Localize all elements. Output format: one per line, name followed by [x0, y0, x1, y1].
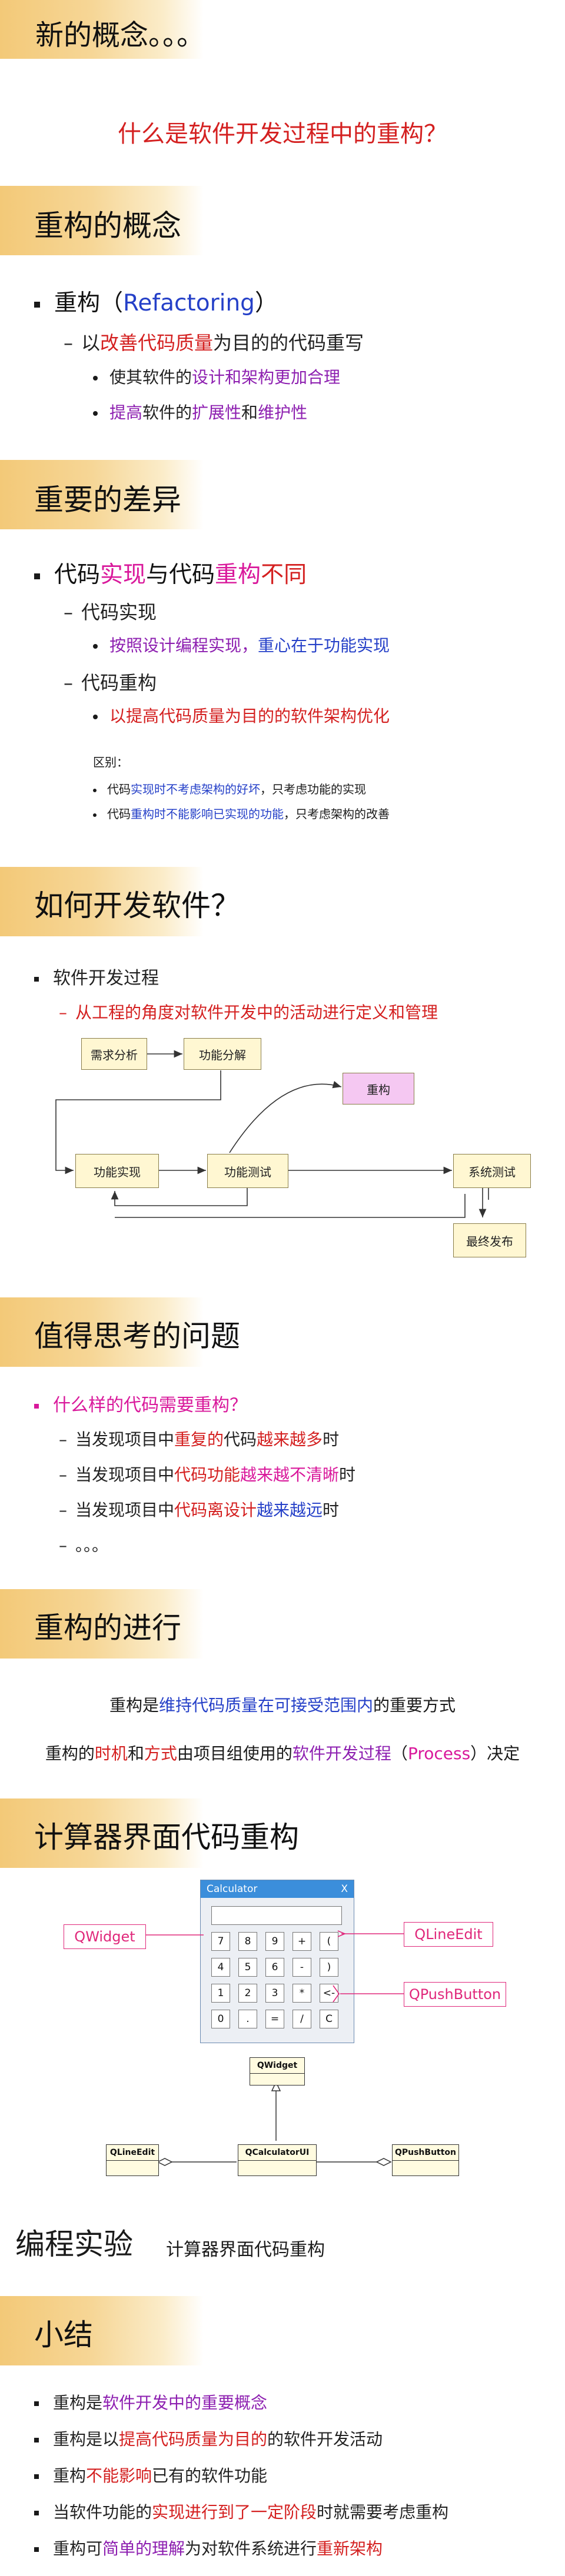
bullet-icon — [93, 411, 98, 416]
statement: 重构的时机和方式由项目组使用的软件开发过程（Process）决定 — [45, 1744, 520, 1763]
calc-key[interactable]: + — [293, 1932, 311, 1951]
detail-item: 使其软件的设计和架构更加合理 — [93, 365, 340, 388]
bullet-item: 代码实现与代码重构不同 — [34, 556, 307, 589]
calc-key[interactable]: 8 — [238, 1932, 257, 1951]
note-item: 代码实现时不考虑架构的好坏，只考虑功能的实现 — [93, 780, 366, 797]
uml-class-qpushbutton: QPushButton — [392, 2144, 459, 2176]
display-input[interactable] — [211, 1906, 342, 1925]
title-banner — [0, 186, 204, 255]
sub-item: –从工程的角度对软件开发中的活动进行定义和管理 — [59, 1003, 438, 1022]
sub-item: –以改善代码质量为目的的代码重写 — [64, 332, 364, 354]
calc-key[interactable]: ( — [320, 1932, 338, 1951]
calc-key[interactable]: ) — [320, 1958, 338, 1977]
note-title: 区别： — [93, 755, 128, 769]
bullet-icon — [34, 2401, 39, 2406]
title-banner — [0, 0, 204, 59]
sub-item: –代码重构 — [64, 672, 157, 694]
summary-item: 当软件功能的实现进行到了一定阶段时就需要考虑重构 — [34, 2500, 448, 2523]
bullet-item: 重构（Refactoring） — [34, 285, 278, 318]
section-title: 新的概念。。。 — [35, 19, 205, 52]
section-title: 小结 — [34, 2318, 93, 2352]
annotation-qwidget: QWidget — [64, 1924, 146, 1949]
flow-node-testing: 功能测试 — [207, 1154, 288, 1188]
calc-key[interactable]: 7 — [211, 1932, 230, 1951]
detail-item: 提高软件的扩展性和维护性 — [93, 400, 307, 423]
bullet-icon — [93, 644, 98, 649]
calc-key[interactable]: . — [238, 2010, 257, 2028]
flow-node-refactor: 重构 — [343, 1073, 414, 1105]
bullet-icon — [34, 976, 39, 982]
flow-node-system-test: 系统测试 — [453, 1154, 531, 1188]
flow-node-requirements: 需求分析 — [81, 1038, 147, 1070]
calc-key[interactable]: 6 — [265, 1958, 284, 1977]
calc-key[interactable]: 5 — [238, 1958, 257, 1977]
annotation-qlineedit: QLineEdit — [404, 1922, 493, 1947]
calc-key[interactable]: - — [293, 1958, 311, 1977]
calc-key[interactable]: C — [320, 2010, 338, 2028]
uml-class-qcalculatorui: QCalculatorUI — [238, 2144, 317, 2176]
close-icon[interactable]: X — [341, 1883, 348, 1895]
bullet-icon — [34, 301, 40, 308]
bullet-icon — [34, 2547, 39, 2552]
uml-class-qwidget: QWidget — [250, 2057, 305, 2086]
flow-node-implementation: 功能实现 — [75, 1154, 159, 1188]
flow-node-decomposition: 功能分解 — [184, 1038, 261, 1070]
question-heading: 什么是软件开发过程中的重构？ — [118, 121, 447, 148]
detail-item: 以提高代码质量为目的的软件架构优化 — [93, 703, 390, 727]
flow-node-release: 最终发布 — [453, 1223, 526, 1257]
note-item: 代码重构时不能影响已实现的功能，只考虑架构的改善 — [93, 805, 390, 822]
calculator-title-bar: Calculator X — [201, 1880, 354, 1898]
title-banner — [0, 2296, 204, 2365]
uml-class-qlineedit: QLineEdit — [106, 2144, 159, 2176]
bullet-icon — [34, 2511, 39, 2515]
calc-key[interactable]: * — [293, 1984, 311, 2003]
sub-item: –当发现项目中代码功能越来越不清晰时 — [59, 1465, 356, 1484]
calc-key[interactable]: 1 — [211, 1984, 230, 2003]
calc-key[interactable]: 4 — [211, 1958, 230, 1977]
section-title: 重构的进行 — [34, 1611, 181, 1645]
section-title: 计算器界面代码重构 — [34, 1820, 299, 1854]
title-banner — [0, 867, 204, 936]
bullet-icon — [34, 2474, 39, 2479]
title-banner — [0, 1798, 204, 1868]
summary-item: 重构是以提高代码质量为目的的软件开发活动 — [34, 2427, 383, 2450]
summary-item: 重构是软件开发中的重要概念 — [34, 2390, 267, 2414]
section-title: 重构的概念 — [34, 209, 181, 243]
detail-item: 按照设计编程实现，重心在于功能实现 — [93, 633, 390, 656]
bullet-item: 什么样的代码需要重构？ — [34, 1390, 247, 1416]
calc-key[interactable]: 9 — [265, 1932, 284, 1951]
summary-item: 重构不能影响已有的软件功能 — [34, 2463, 267, 2487]
bullet-item: 软件开发过程 — [34, 963, 159, 989]
bullet-icon — [34, 573, 40, 579]
calc-key[interactable]: = — [265, 2010, 284, 2028]
statement: 重构是维持代码质量在可接受范围内的重要方式 — [109, 1696, 456, 1715]
calc-key[interactable]: 0 — [211, 2010, 230, 2028]
section-title: 值得思考的问题 — [34, 1319, 240, 1353]
lab-title: 编程实验 — [15, 2227, 133, 2261]
sub-item: –。。。 — [59, 1536, 109, 1555]
sub-item: –当发现项目中代码离设计越来越远时 — [59, 1500, 340, 1520]
calc-key[interactable]: / — [293, 2010, 311, 2028]
title-banner — [0, 1297, 204, 1367]
bullet-icon — [93, 376, 98, 381]
title-banner — [0, 1589, 204, 1659]
calc-key[interactable]: 3 — [265, 1984, 284, 2003]
section-title: 如何开发软件？ — [34, 889, 240, 923]
lab-subtitle: 计算器界面代码重构 — [166, 2240, 325, 2260]
title-banner — [0, 460, 204, 529]
sub-item: –当发现项目中重复的代码越来越多时 — [59, 1430, 340, 1449]
section-title: 重要的差异 — [34, 483, 181, 517]
calc-key[interactable]: 2 — [238, 1984, 257, 2003]
bullet-icon — [34, 2438, 39, 2442]
sub-item: –代码实现 — [64, 601, 157, 623]
annotation-qpushbutton: QPushButton — [404, 1982, 506, 2007]
bullet-icon — [34, 1403, 39, 1409]
bullet-icon — [93, 715, 98, 719]
summary-item: 重构可简单的理解为对软件系统进行重新架构 — [34, 2536, 383, 2560]
